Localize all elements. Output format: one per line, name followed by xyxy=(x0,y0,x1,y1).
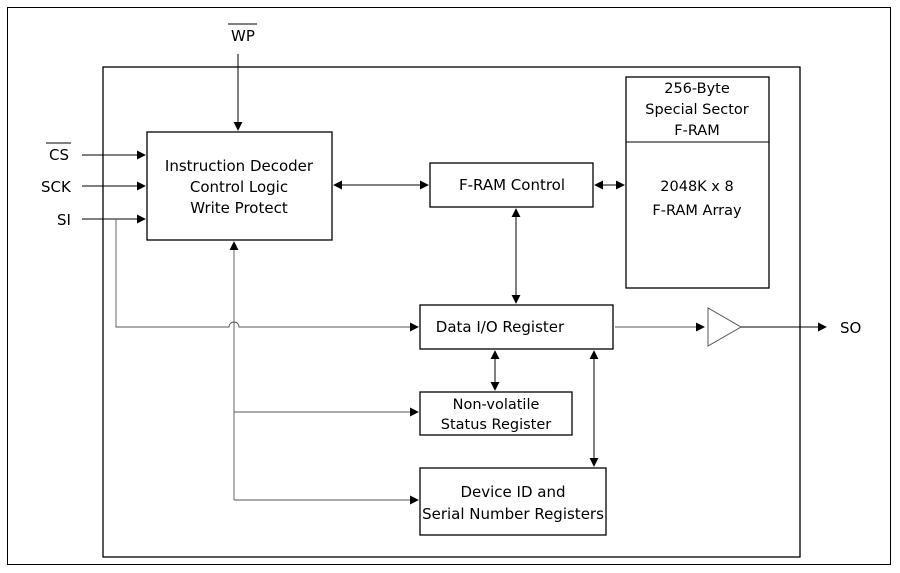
pin-si-label: SI xyxy=(57,211,71,229)
pin-sck-label: SCK xyxy=(41,178,72,196)
device-id-block xyxy=(419,467,607,536)
instruction-decoder-block xyxy=(146,131,333,241)
pin-so-label: SO xyxy=(840,319,861,337)
fram-array-line-2: F-RAM Array xyxy=(652,203,742,219)
pin-wp-label: WP xyxy=(231,27,255,45)
si-to-dataio-path xyxy=(115,219,419,332)
decoder-line-1: Instruction Decoder xyxy=(165,157,314,175)
decoder-line-3: Write Protect xyxy=(190,199,288,217)
fram-control-block xyxy=(429,162,594,208)
pin-cs-label: CS xyxy=(49,146,69,164)
status-register-block xyxy=(419,391,573,436)
device-id-line-2: Serial Number Registers xyxy=(422,505,604,523)
special-sector-line-2: Special Sector xyxy=(645,102,749,118)
output-buffer-symbol xyxy=(707,307,743,347)
chip-outline xyxy=(102,66,801,558)
fram-control-label: F-RAM Control xyxy=(459,176,565,194)
device-id-line-1: Device ID and xyxy=(460,483,565,501)
data-io-label: Data I/O Register xyxy=(436,318,565,336)
status-register-line-2: Status Register xyxy=(441,417,552,433)
status-register-line-1: Non-volatile xyxy=(453,397,540,413)
special-sector-line-3: F-RAM xyxy=(674,123,720,139)
decoder-line-2: Control Logic xyxy=(190,178,288,196)
fram-array-line-1: 2048K x 8 xyxy=(660,179,733,195)
figure-border xyxy=(7,7,891,565)
special-sector-line-1: 256-Byte xyxy=(664,81,730,97)
fram-array-block xyxy=(625,76,770,289)
data-io-register-block xyxy=(419,304,614,350)
